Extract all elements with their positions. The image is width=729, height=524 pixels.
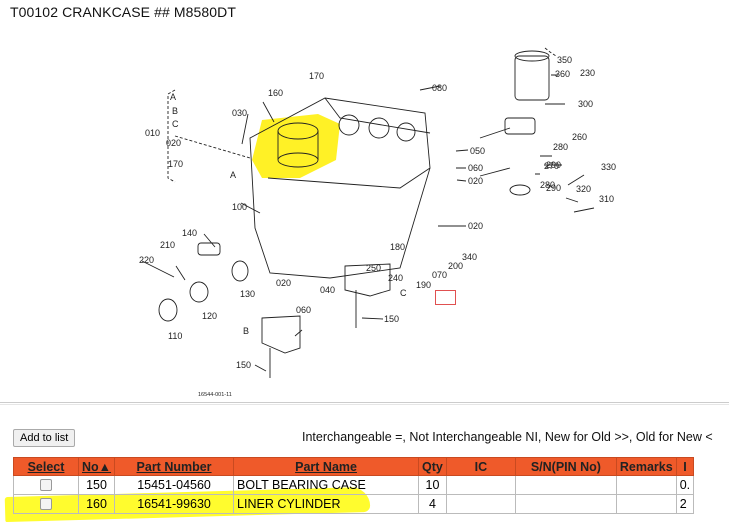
svg-text:050: 050 [470,146,485,156]
parts-table: Select No▲ Part Number Part Name Qty IC … [13,457,695,514]
liner-highlight [252,114,340,178]
svg-text:260: 260 [572,132,587,142]
svg-text:280: 280 [553,142,568,152]
svg-text:330: 330 [601,162,616,172]
table-row[interactable]: 160 16541-99630 LINER CYLINDER 4 2 [13,494,695,514]
svg-text:250: 250 [366,263,381,273]
row-last: 2 [675,494,695,514]
svg-text:A: A [230,170,236,180]
svg-text:360: 360 [555,69,570,79]
table-row[interactable]: 150 15451-04560 BOLT BEARING CASE 10 0. [13,475,695,495]
svg-text:150: 150 [236,360,251,370]
row-no: 150 [77,475,116,495]
row-part-name: BOLT BEARING CASE [233,475,420,495]
row-select-cell [13,475,79,495]
svg-text:020: 020 [276,278,291,288]
svg-text:170: 170 [309,71,324,81]
svg-text:060: 060 [468,163,483,173]
svg-text:080: 080 [432,83,447,93]
col-sn: S/N(PIN No) [514,457,617,476]
svg-text:240: 240 [388,273,403,283]
svg-text:170: 170 [168,159,183,169]
row-no: 160 [77,494,116,514]
col-last: I [675,457,695,476]
svg-text:290: 290 [546,183,561,193]
svg-text:120: 120 [202,311,217,321]
svg-text:310: 310 [599,194,614,204]
svg-text:020: 020 [468,221,483,231]
row-checkbox[interactable] [40,479,52,491]
svg-text:230: 230 [580,68,595,78]
svg-text:C: C [400,288,407,298]
svg-text:320: 320 [576,184,591,194]
page-title: T00102 CRANKCASE ## M8580DT [10,4,237,20]
svg-text:340: 340 [462,252,477,262]
row-part-name: LINER CYLINDER [233,494,420,514]
svg-text:B: B [172,106,178,116]
svg-text:060: 060 [296,305,311,315]
col-select[interactable]: Select [13,457,79,476]
svg-text:280: 280 [540,180,555,190]
row-remarks [615,475,677,495]
svg-text:C: C [172,119,179,129]
add-to-list-button[interactable]: Add to list [13,429,76,447]
col-no[interactable]: No▲ [77,457,116,476]
col-ic: IC [445,457,516,476]
svg-text:300: 300 [578,99,593,109]
row-remarks [615,494,677,514]
row-qty: 4 [418,494,447,514]
row-qty: 10 [418,475,447,495]
svg-text:140: 140 [182,228,197,238]
svg-text:350: 350 [557,55,572,65]
svg-text:B: B [243,326,249,336]
svg-text:070: 070 [432,270,447,280]
hotspot-marker[interactable] [435,290,456,305]
row-sn [514,475,617,495]
row-checkbox[interactable] [40,498,52,510]
divider [0,404,729,405]
svg-text:200: 200 [448,261,463,271]
svg-text:210: 210 [160,240,175,250]
svg-text:150: 150 [384,314,399,324]
svg-text:010: 010 [145,128,160,138]
svg-text:020: 020 [468,176,483,186]
row-sn [514,494,617,514]
svg-text:270: 270 [544,161,559,171]
row-ic [445,494,516,514]
col-part-number[interactable]: Part Number [114,457,235,476]
interchangeable-legend: Interchangeable =, Not Interchangeable N… [302,430,713,444]
col-qty: Qty [418,457,447,476]
svg-text:030: 030 [232,108,247,118]
svg-text:160: 160 [268,88,283,98]
svg-text:290: 290 [546,160,561,170]
svg-text:100: 100 [232,202,247,212]
svg-text:220: 220 [139,255,154,265]
svg-text:020: 020 [166,138,181,148]
svg-text:040: 040 [320,285,335,295]
col-part-name[interactable]: Part Name [233,457,420,476]
svg-text:180: 180 [390,242,405,252]
svg-text:16544-001-11: 16544-001-11 [198,392,232,398]
svg-text:190: 190 [416,280,431,290]
row-part-number[interactable]: 15451-04560 [114,475,235,495]
svg-text:A: A [170,92,176,102]
col-remarks: Remarks [615,457,677,476]
row-select-cell [13,494,79,514]
divider [0,402,729,403]
row-ic [445,475,516,495]
svg-text:110: 110 [168,331,182,341]
svg-text:130: 130 [240,289,255,299]
row-part-number[interactable]: 16541-99630 [114,494,235,514]
row-last: 0. [675,475,695,495]
